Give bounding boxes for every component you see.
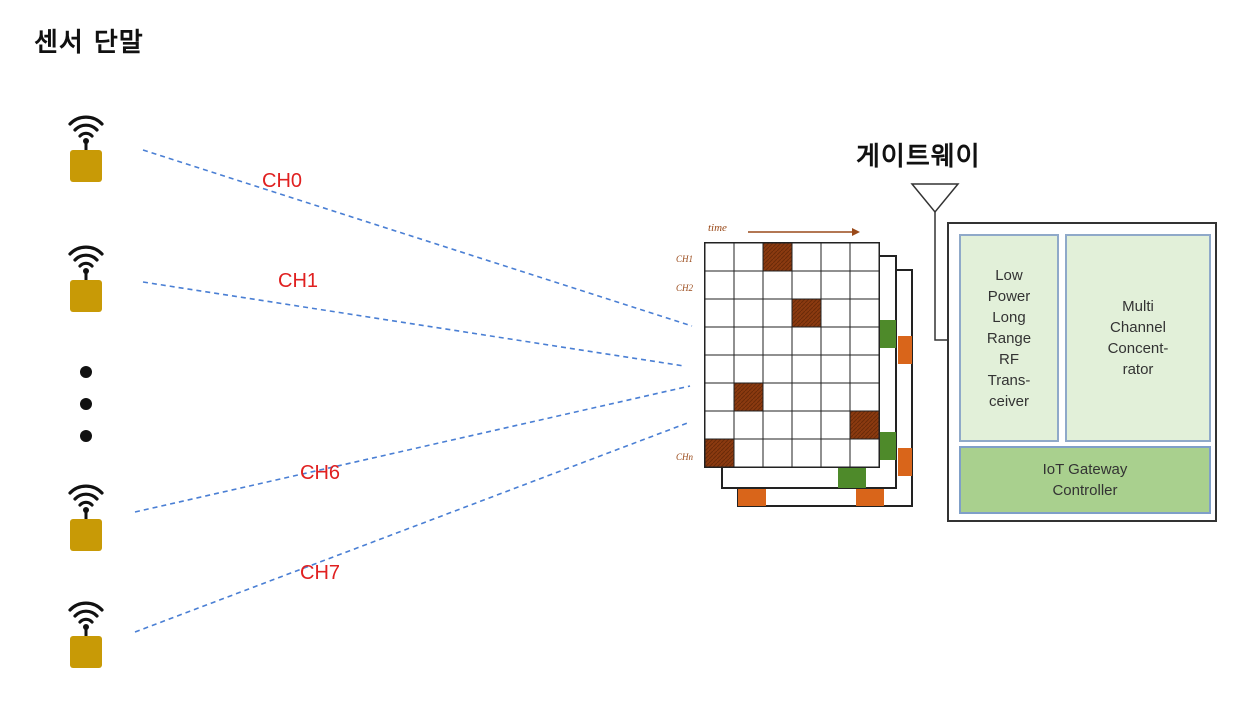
channel-links bbox=[134, 149, 693, 633]
slot-cell bbox=[704, 270, 735, 300]
ellipsis-dots bbox=[80, 366, 92, 442]
antenna-stem bbox=[84, 627, 88, 637]
slot-grid-front bbox=[704, 242, 880, 468]
slot-brown bbox=[704, 438, 735, 468]
rf-transceiver-block: Low Power Long Range RF Trans- ceiver bbox=[959, 234, 1059, 442]
time-label: time bbox=[708, 222, 727, 234]
antenna-stem bbox=[84, 271, 88, 281]
slot-green bbox=[878, 432, 896, 460]
slot-cell bbox=[820, 270, 851, 300]
slot-cell bbox=[849, 438, 880, 468]
sensor-node-3 bbox=[68, 484, 104, 551]
slot-orange bbox=[738, 486, 766, 506]
slot-cell bbox=[762, 410, 793, 440]
wifi-icon bbox=[68, 245, 104, 268]
link-ch0 bbox=[142, 149, 693, 327]
wifi-icon bbox=[68, 115, 104, 138]
slot-cell bbox=[849, 326, 880, 356]
grid-row-label-chn: CHn bbox=[676, 452, 694, 462]
slot-cell bbox=[733, 242, 764, 272]
slot-cell bbox=[733, 326, 764, 356]
slot-cell bbox=[704, 242, 735, 272]
slot-cell bbox=[704, 298, 735, 328]
slot-orange bbox=[898, 336, 912, 364]
channel-label-ch6: CH6 bbox=[300, 462, 341, 484]
sensor-device-icon bbox=[70, 150, 102, 182]
channel-label-ch7: CH7 bbox=[300, 562, 341, 584]
slot-cell bbox=[791, 354, 822, 384]
channel-label-ch1: CH1 bbox=[278, 270, 319, 292]
slot-brown bbox=[733, 382, 764, 412]
link-ch7 bbox=[134, 421, 691, 633]
slot-cell bbox=[704, 382, 735, 412]
slot-cell bbox=[762, 438, 793, 468]
link-ch1 bbox=[142, 281, 685, 367]
gateway-title: 게이트웨이 bbox=[856, 142, 981, 172]
wifi-icon bbox=[68, 484, 104, 507]
iot-gateway-controller-block: IoT Gateway Controller bbox=[959, 446, 1211, 514]
slot-cell bbox=[820, 382, 851, 412]
slot-cell bbox=[849, 270, 880, 300]
sensor-device-icon bbox=[70, 280, 102, 312]
slot-cell bbox=[849, 242, 880, 272]
sensor-device-icon bbox=[70, 636, 102, 668]
slot-cell bbox=[733, 298, 764, 328]
slot-cell bbox=[733, 354, 764, 384]
slot-cell bbox=[849, 382, 880, 412]
slot-cell bbox=[704, 410, 735, 440]
slot-brown bbox=[849, 410, 880, 440]
slot-cell bbox=[791, 438, 822, 468]
slot-cell bbox=[733, 438, 764, 468]
sensor-node-4 bbox=[68, 601, 104, 668]
slot-brown bbox=[791, 298, 822, 328]
slot-brown bbox=[762, 242, 793, 272]
multi-channel-concentrator-block: Multi Channel Concent- rator bbox=[1065, 234, 1211, 442]
slot-green bbox=[878, 320, 896, 348]
slot-cell bbox=[820, 438, 851, 468]
slot-cell bbox=[733, 410, 764, 440]
slot-cell bbox=[762, 382, 793, 412]
slot-cell bbox=[820, 354, 851, 384]
slot-cell bbox=[849, 354, 880, 384]
slot-cell bbox=[762, 270, 793, 300]
grid-row-label-ch1: CH1 bbox=[676, 254, 694, 264]
slot-cell bbox=[791, 410, 822, 440]
slot-cell bbox=[791, 382, 822, 412]
slot-cell bbox=[762, 354, 793, 384]
time-arrow bbox=[748, 228, 860, 236]
sensor-node-1 bbox=[68, 115, 104, 182]
slot-cell bbox=[733, 270, 764, 300]
slot-orange bbox=[856, 486, 884, 506]
slot-orange bbox=[898, 448, 912, 476]
channel-label-ch0: CH0 bbox=[262, 170, 303, 192]
sensor-device-icon bbox=[70, 519, 102, 551]
slot-cell bbox=[791, 326, 822, 356]
link-ch6 bbox=[134, 385, 691, 513]
slot-cell bbox=[704, 326, 735, 356]
gateway-block: Low Power Long Range RF Trans- ceiver Mu… bbox=[947, 222, 1217, 522]
slot-cell bbox=[704, 354, 735, 384]
slot-cell bbox=[762, 326, 793, 356]
wifi-icon bbox=[68, 601, 104, 624]
slot-cell bbox=[791, 270, 822, 300]
grid-row-label-ch2: CH2 bbox=[676, 283, 694, 293]
slot-cell bbox=[820, 326, 851, 356]
slot-cell bbox=[849, 298, 880, 328]
sensor-node-2 bbox=[68, 245, 104, 312]
slot-green bbox=[838, 468, 866, 488]
antenna-stem bbox=[84, 510, 88, 520]
slot-cell bbox=[791, 242, 822, 272]
sensor-terminal-title: 센서 단말 bbox=[34, 28, 144, 58]
antenna-stem bbox=[84, 141, 88, 151]
slot-cell bbox=[762, 298, 793, 328]
slot-cell bbox=[820, 410, 851, 440]
slot-cell bbox=[820, 242, 851, 272]
slot-cell bbox=[820, 298, 851, 328]
